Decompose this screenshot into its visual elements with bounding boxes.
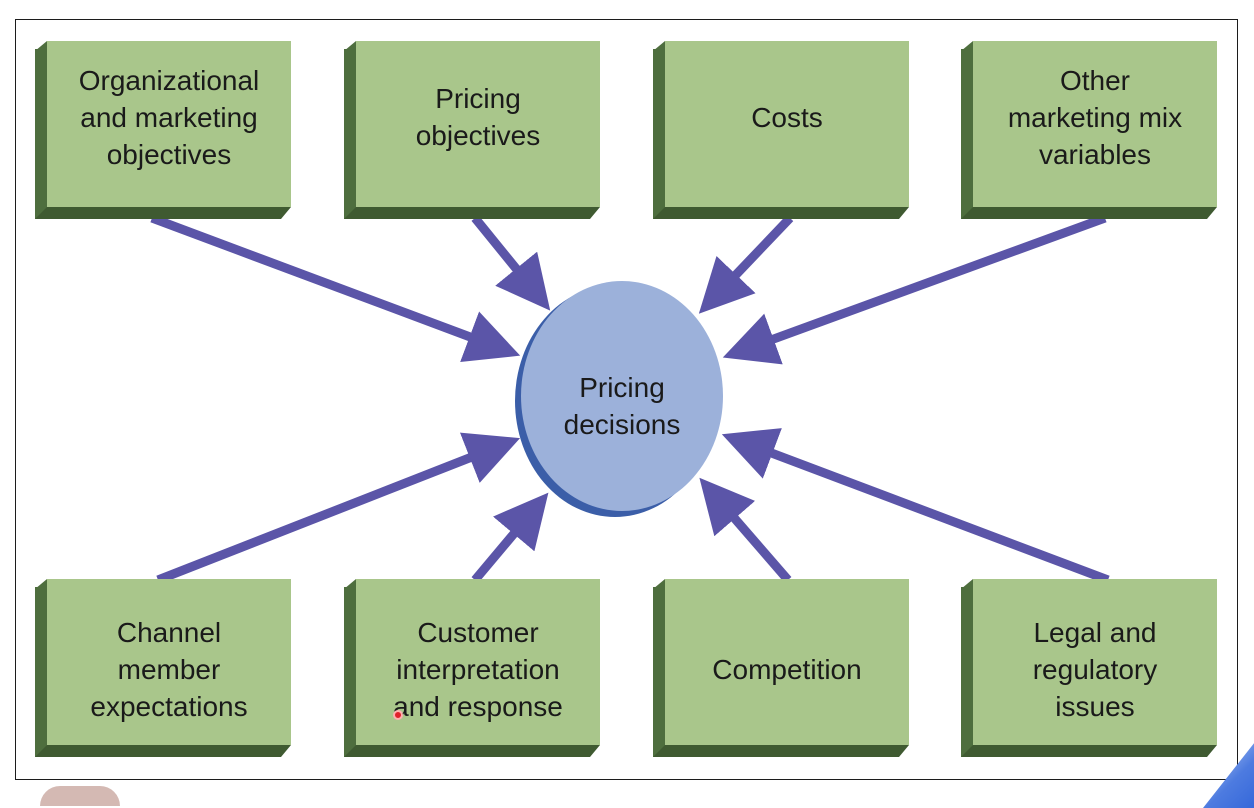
factor-box-channel-member: Channel member expectations: [35, 579, 291, 757]
factor-label: Channel member expectations: [90, 616, 248, 722]
factor-box-pricing-objectives: Pricing objectives: [344, 41, 600, 219]
arrow-competition: [699, 477, 792, 583]
center-label: Pricing decisions: [563, 372, 681, 440]
arrow-customer-interpretation: [471, 492, 549, 583]
factor-box-other-marketing-mix: Other marketing mix variables: [961, 41, 1217, 219]
arrow-other-marketing-mix: [722, 213, 1107, 365]
arrow-organizational-objectives: [150, 213, 521, 363]
arrow-pricing-objectives: [471, 215, 551, 311]
factor-label: Other marketing mix variables: [1007, 64, 1183, 170]
arrow-channel-member: [156, 432, 521, 585]
factor-box-legal-regulatory: Legal and regulatory issues: [961, 579, 1217, 757]
factor-label: Costs: [751, 101, 823, 133]
factor-box-customer-interpretation: Customer interpretation and response: [344, 579, 600, 757]
factor-label: Organizational and marketing objectives: [78, 64, 260, 170]
pointer-dot-icon: [393, 710, 403, 720]
factor-box-organizational-objectives: Organizational and marketing objectives: [35, 41, 291, 219]
factor-box-competition: Competition: [653, 579, 909, 757]
center-circle: [521, 281, 723, 511]
arrow-costs: [698, 214, 794, 314]
arrow-legal-regulatory: [721, 428, 1110, 585]
factor-label: Competition: [712, 653, 862, 685]
corner-hand-shape: [40, 786, 120, 806]
factor-label: Legal and regulatory issues: [1032, 616, 1158, 722]
factor-label: Customer interpretation and response: [393, 616, 563, 722]
factor-label: Pricing objectives: [415, 83, 541, 151]
factor-box-costs: Costs: [653, 41, 909, 219]
